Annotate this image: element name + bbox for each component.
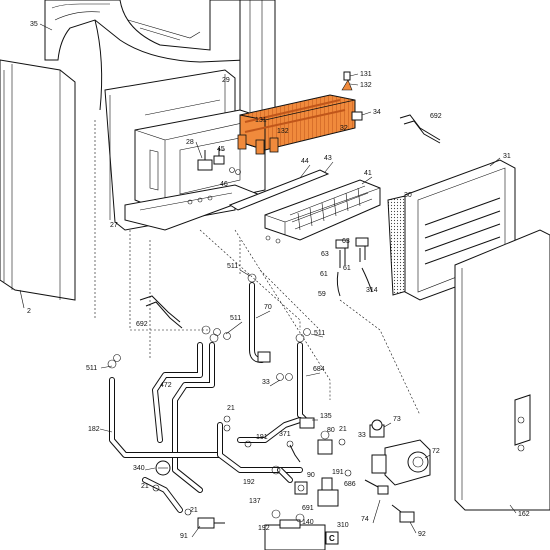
label-21-b: 21 xyxy=(339,426,347,433)
drain-pipe xyxy=(142,460,183,513)
spring-clip-692-top xyxy=(399,114,441,144)
label-132: 132 xyxy=(360,82,372,89)
label-35: 35 xyxy=(30,21,38,28)
water-pipe-manifold xyxy=(217,417,303,483)
label-340: 340 xyxy=(133,465,145,472)
label-92: 92 xyxy=(418,531,426,538)
label-44: 44 xyxy=(301,158,309,165)
label-21: 21 xyxy=(227,405,235,412)
ignition-electrode-assembly xyxy=(197,148,241,175)
label-80: 80 xyxy=(327,427,335,434)
water-pipe-182 xyxy=(107,359,223,458)
label-511-b: 511 xyxy=(230,315,241,322)
label-73: 73 xyxy=(393,416,401,423)
gas-valve-310[interactable] xyxy=(264,519,326,550)
label-192: 192 xyxy=(243,479,255,486)
label-692-b: 692 xyxy=(136,321,148,328)
label-686: 686 xyxy=(344,481,356,488)
cock-91 xyxy=(197,517,225,529)
water-pipe-684 xyxy=(295,333,308,423)
label-135: 135 xyxy=(320,413,332,420)
flow-sensor-135 xyxy=(299,417,315,429)
label-59: 59 xyxy=(318,291,326,298)
label-182: 182 xyxy=(88,426,100,433)
sensor-90-691 xyxy=(294,477,339,507)
pump-72[interactable] xyxy=(371,439,431,486)
leader-lines xyxy=(19,23,517,538)
label-33-b: 33 xyxy=(358,432,366,439)
label-43: 43 xyxy=(324,155,332,162)
label-31: 31 xyxy=(503,153,511,160)
label-140: 140 xyxy=(302,519,314,526)
label-511-c: 511 xyxy=(314,330,325,337)
label-131-b: 131 xyxy=(255,117,267,124)
label-691: 691 xyxy=(302,505,314,512)
label-692: 692 xyxy=(430,113,442,120)
label-32: 32 xyxy=(340,125,348,132)
section-marker-c: C xyxy=(325,531,339,545)
section-marker-label: C xyxy=(329,534,335,543)
label-90: 90 xyxy=(307,472,315,479)
label-511-d: 511 xyxy=(86,365,97,372)
heat-exchanger[interactable] xyxy=(237,71,356,155)
label-21-d: 21 xyxy=(190,507,198,514)
label-34: 34 xyxy=(373,109,381,116)
sensor-686-74 xyxy=(364,479,415,523)
label-2: 2 xyxy=(27,308,31,315)
burner[interactable] xyxy=(228,169,381,244)
label-33: 33 xyxy=(262,379,270,386)
label-314: 314 xyxy=(366,287,378,294)
label-29: 29 xyxy=(222,77,230,84)
clip-34 xyxy=(351,111,363,121)
label-74: 74 xyxy=(361,516,369,523)
label-91: 91 xyxy=(180,533,188,540)
label-191-b: 191 xyxy=(332,469,344,476)
label-46: 46 xyxy=(220,181,228,188)
gas-injector-pipes xyxy=(335,237,373,297)
fitting-371 xyxy=(286,440,301,463)
left-side-panel xyxy=(0,59,76,301)
part-labels: 35 29 131 132 131 132 34 32 692 31 28 45… xyxy=(27,21,530,540)
label-162: 162 xyxy=(518,511,530,518)
label-30: 30 xyxy=(404,192,412,199)
label-511: 511 xyxy=(227,263,238,270)
label-137: 137 xyxy=(249,498,261,505)
label-132-b: 132 xyxy=(277,128,289,135)
label-27: 27 xyxy=(110,222,118,229)
spring-clip-692-lower xyxy=(139,295,183,329)
o-rings xyxy=(113,328,352,516)
label-63-b: 63 xyxy=(342,238,350,245)
label-70: 70 xyxy=(264,304,272,311)
label-63: 63 xyxy=(321,251,329,258)
flue-hood xyxy=(44,0,246,111)
water-pipe-70 xyxy=(247,273,271,363)
label-131: 131 xyxy=(360,71,372,78)
label-371: 371 xyxy=(279,431,291,438)
fittings-192-140 xyxy=(271,465,305,523)
label-192-b: 192 xyxy=(258,525,270,532)
label-61: 61 xyxy=(320,271,328,278)
divertor-valve-80 xyxy=(317,430,333,455)
label-310: 310 xyxy=(337,522,349,529)
label-41: 41 xyxy=(364,170,372,177)
right-side-panel xyxy=(454,229,550,511)
label-684: 684 xyxy=(313,366,325,373)
label-72: 72 xyxy=(432,448,440,455)
label-28: 28 xyxy=(186,139,194,146)
label-21-c: 21 xyxy=(141,483,149,490)
label-61-b: 61 xyxy=(343,265,351,272)
assembly-guide-lines xyxy=(94,120,421,416)
label-191: 191 xyxy=(256,434,268,441)
label-45: 45 xyxy=(217,146,225,153)
label-472: 472 xyxy=(160,382,172,389)
safety-valve-73 xyxy=(369,419,385,438)
